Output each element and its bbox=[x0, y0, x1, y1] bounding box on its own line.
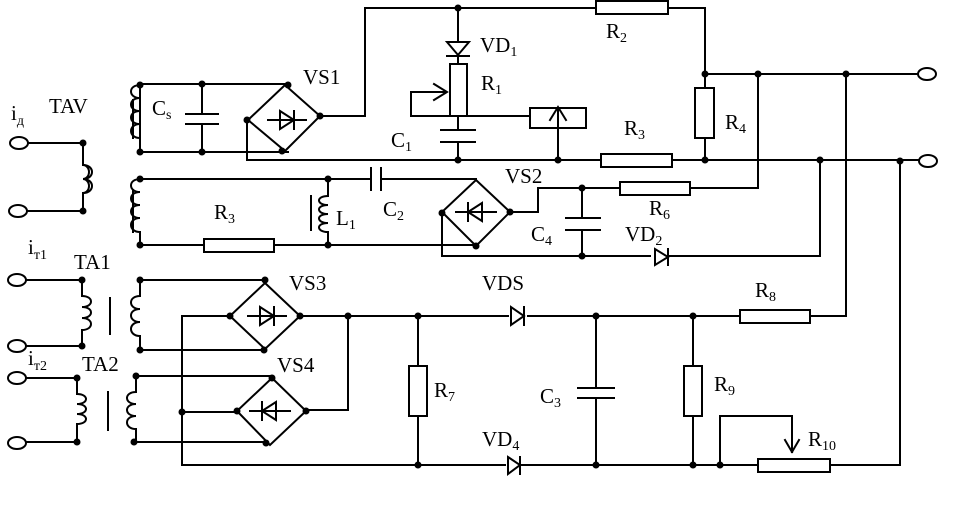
capacitor-c3 bbox=[577, 387, 615, 399]
label-vs4: VS4 bbox=[277, 353, 315, 377]
resistor-r1 bbox=[449, 63, 468, 117]
label-vs1: VS1 bbox=[303, 65, 340, 89]
wires bbox=[17, 7, 921, 466]
label-l1: L1 bbox=[336, 206, 356, 233]
label-tav: TAV bbox=[49, 94, 88, 118]
resistor-r3-top bbox=[600, 153, 673, 168]
label-ta2: TA2 bbox=[82, 352, 119, 376]
resistor-r10 bbox=[757, 458, 831, 473]
resistor-r2 bbox=[595, 0, 669, 15]
diode-vd1 bbox=[444, 41, 472, 57]
transformer-tav bbox=[81, 83, 142, 246]
resistor-r6 bbox=[619, 181, 691, 196]
terminal-id-2 bbox=[8, 204, 28, 218]
label-c4: C4 bbox=[531, 222, 552, 249]
label-vd2: VD2 bbox=[625, 222, 662, 249]
terminal-out-1 bbox=[917, 67, 937, 81]
terminal-it1-2 bbox=[7, 339, 27, 353]
diode-vd2 bbox=[654, 247, 670, 267]
label-vd1: VD1 bbox=[480, 33, 517, 60]
label-c3: C3 bbox=[540, 384, 561, 411]
capacitor-c4 bbox=[565, 217, 601, 231]
terminal-id-1 bbox=[9, 136, 29, 150]
resistor-r8 bbox=[739, 309, 811, 324]
capacitor-c2 bbox=[349, 167, 401, 191]
terminal-it2-1 bbox=[7, 371, 27, 385]
bridge-vs2 bbox=[440, 178, 512, 248]
label-r3-bottom: R3 bbox=[214, 200, 235, 227]
terminal-it2-2 bbox=[7, 436, 27, 450]
terminal-it1-1 bbox=[7, 273, 27, 287]
diode-vd4 bbox=[507, 455, 522, 476]
wiper-arrows bbox=[410, 82, 801, 454]
resistor-r4 bbox=[694, 87, 715, 139]
label-r10: R10 bbox=[808, 427, 836, 454]
label-vds: VDS bbox=[482, 271, 524, 295]
label-r9: R9 bbox=[714, 372, 735, 399]
resistors bbox=[203, 0, 831, 473]
bridge-vs1 bbox=[246, 83, 322, 153]
diodes bbox=[444, 41, 670, 476]
label-ta1: TA1 bbox=[74, 250, 111, 274]
resistor-r3-bottom bbox=[203, 238, 275, 253]
label-vs2: VS2 bbox=[505, 164, 542, 188]
label-i-t1: iт1 bbox=[28, 235, 47, 263]
diode-vds bbox=[510, 305, 526, 327]
label-cs: Cs bbox=[152, 96, 171, 123]
capacitor-cs bbox=[185, 83, 219, 153]
resistor-r7 bbox=[408, 365, 428, 417]
label-c2: C2 bbox=[383, 197, 404, 224]
terminals bbox=[7, 67, 938, 450]
terminal-out-2 bbox=[918, 154, 938, 168]
label-r7: R7 bbox=[434, 378, 455, 405]
resistor-r9 bbox=[683, 365, 703, 417]
bridge-vs4 bbox=[235, 376, 308, 447]
label-r4: R4 bbox=[725, 110, 746, 137]
labels: iд TAV Cs VS1 VD1 R1 R2 C1 R3 R4 VS2 R6 … bbox=[11, 19, 836, 454]
label-vs3: VS3 bbox=[289, 271, 326, 295]
capacitor-c1 bbox=[440, 129, 476, 143]
label-r1: R1 bbox=[481, 71, 502, 98]
inductor-l1 bbox=[310, 194, 330, 234]
label-r6: R6 bbox=[649, 196, 670, 223]
label-r2: R2 bbox=[606, 19, 627, 46]
label-r3-top: R3 bbox=[624, 116, 645, 143]
label-i-t2: iт2 bbox=[28, 346, 47, 374]
transformer-ta2 bbox=[75, 375, 137, 443]
label-vd4: VD4 bbox=[482, 427, 519, 454]
label-i-d: iд bbox=[11, 101, 24, 129]
junction-dots bbox=[73, 4, 904, 469]
bridge-vs3 bbox=[228, 281, 302, 351]
label-r8: R8 bbox=[755, 278, 776, 305]
transformer-ta1 bbox=[80, 279, 141, 351]
label-c1: C1 bbox=[391, 128, 412, 155]
